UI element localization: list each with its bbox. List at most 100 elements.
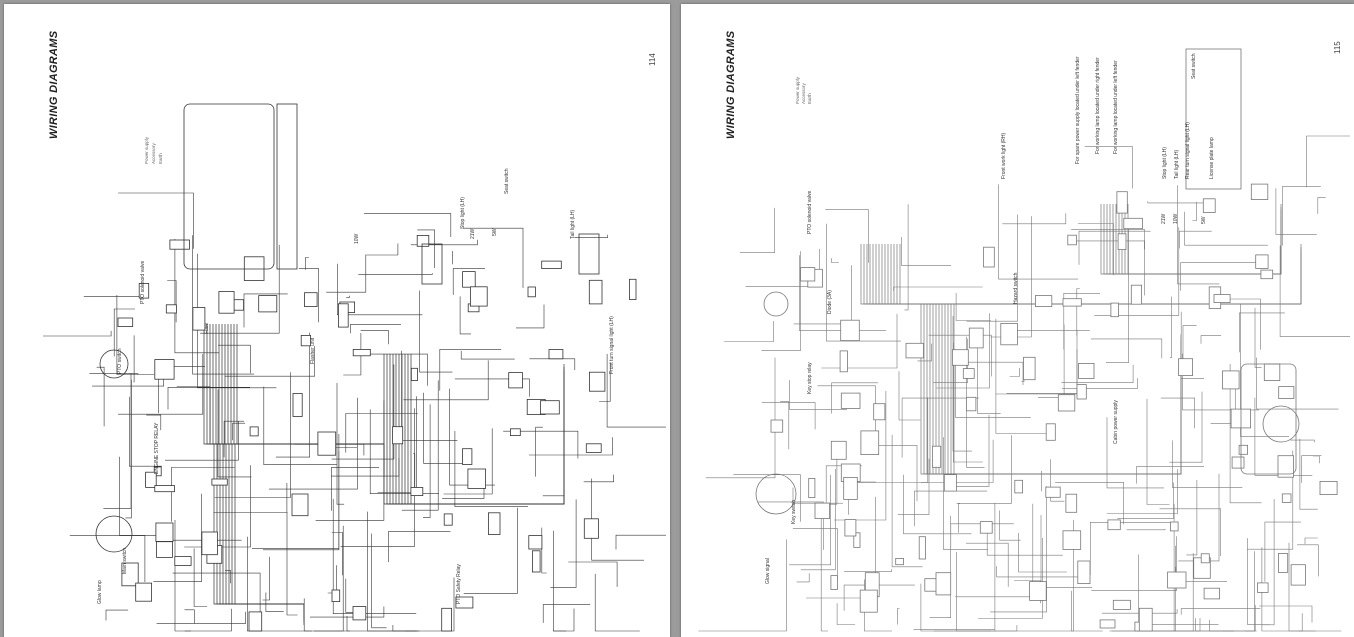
wire xyxy=(249,426,259,437)
wire xyxy=(154,485,175,493)
wire xyxy=(1076,288,1080,336)
label: Fuse xyxy=(204,322,210,334)
wire xyxy=(1029,581,1047,601)
wire xyxy=(1177,185,1220,285)
wire xyxy=(1112,599,1131,610)
label: PTO switch xyxy=(117,348,123,374)
wire xyxy=(392,625,418,632)
wire xyxy=(541,260,562,270)
label: Stop light (LH) xyxy=(1162,147,1168,179)
label: For working lamp located under left fend… xyxy=(1113,60,1119,154)
wire xyxy=(552,608,575,632)
wire xyxy=(951,349,969,366)
wire xyxy=(1055,482,1124,525)
wire xyxy=(117,317,134,328)
wire xyxy=(331,532,343,576)
wire xyxy=(1045,423,1056,441)
wire xyxy=(966,336,985,468)
wire xyxy=(591,478,644,561)
label: Flasher unit xyxy=(310,337,316,364)
wire xyxy=(1290,439,1315,443)
wire xyxy=(1221,298,1261,350)
wire xyxy=(364,213,452,237)
wire xyxy=(1063,293,1101,350)
wire xyxy=(454,431,528,507)
page-114: WIRING DIAGRAMS 114 Power supply Accesso… xyxy=(4,4,670,637)
wire xyxy=(1050,459,1065,502)
wire xyxy=(1169,521,1179,532)
wire xyxy=(977,342,1001,414)
wire xyxy=(843,584,915,611)
wire xyxy=(529,358,576,371)
wire xyxy=(1259,605,1313,623)
wire xyxy=(936,313,990,389)
wire xyxy=(442,486,485,499)
wire xyxy=(1061,364,1134,383)
wire xyxy=(1312,455,1320,464)
wire xyxy=(1192,201,1197,221)
page-title: WIRING DIAGRAMS xyxy=(48,30,60,139)
wire xyxy=(331,364,395,460)
wire xyxy=(954,361,1024,386)
wire xyxy=(276,103,298,270)
wire xyxy=(1257,582,1269,593)
label: 10W xyxy=(1173,213,1179,224)
wire xyxy=(830,575,838,590)
wire xyxy=(770,419,784,433)
wire xyxy=(1117,482,1174,519)
wire xyxy=(528,535,543,550)
label: Glow lamp xyxy=(97,580,103,604)
wire xyxy=(469,286,488,307)
wire xyxy=(535,426,543,477)
wire xyxy=(353,353,428,386)
wire xyxy=(439,349,502,391)
legend-power: Power supply xyxy=(795,76,800,104)
wire xyxy=(899,244,1302,305)
wire xyxy=(508,372,523,389)
wire xyxy=(550,499,577,588)
wire xyxy=(218,344,251,374)
wire xyxy=(840,392,861,409)
wire xyxy=(831,258,839,263)
wire xyxy=(1169,391,1203,463)
wire xyxy=(377,396,417,493)
wire xyxy=(258,295,278,313)
wire xyxy=(167,387,250,410)
wire xyxy=(1254,307,1262,368)
wire xyxy=(327,565,337,594)
wire xyxy=(926,304,1182,475)
wire xyxy=(1238,444,1248,455)
wire xyxy=(247,536,312,632)
label: Seat switch xyxy=(1191,53,1197,79)
wire xyxy=(156,611,246,624)
wire xyxy=(1077,560,1091,585)
wire xyxy=(629,278,637,300)
wire xyxy=(905,342,924,359)
wire xyxy=(262,556,270,601)
label: 10W xyxy=(354,233,360,244)
page-115: WIRING DIAGRAMS 115 Power supply Accesso… xyxy=(681,4,1354,637)
wire xyxy=(826,223,901,342)
wire xyxy=(129,396,162,467)
wire xyxy=(315,400,385,521)
wire xyxy=(83,290,148,297)
wire xyxy=(1034,295,1053,308)
wire xyxy=(1179,230,1212,249)
wire xyxy=(417,229,435,269)
wire xyxy=(224,346,315,377)
wire xyxy=(993,519,1074,632)
wire xyxy=(528,437,613,456)
legend-earth: Earth xyxy=(807,93,812,104)
wire xyxy=(1282,186,1321,246)
wire xyxy=(1256,357,1339,410)
wire xyxy=(761,402,816,430)
wire xyxy=(231,444,305,622)
wire xyxy=(917,343,932,362)
wire xyxy=(990,486,1047,613)
wire xyxy=(995,349,1078,395)
wire xyxy=(183,103,275,270)
wire xyxy=(1213,294,1231,304)
wire xyxy=(1071,229,1145,250)
wire xyxy=(800,267,816,282)
wire xyxy=(1301,455,1322,483)
